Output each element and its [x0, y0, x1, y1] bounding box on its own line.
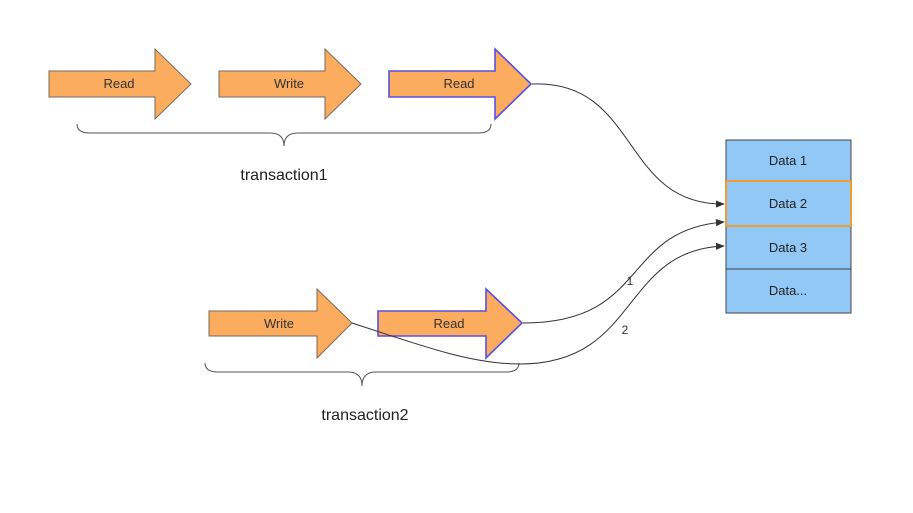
data-cell-1-label: Data 1 — [769, 153, 807, 168]
transaction1-op-2-arrow: Write — [218, 47, 362, 121]
data-cell-1 — [725, 139, 852, 182]
transaction2-brace — [204, 362, 520, 387]
data-cell-4 — [725, 268, 852, 314]
transaction2-op-2-label: Read — [433, 316, 464, 331]
transaction2-label: transaction2 — [321, 407, 408, 424]
transaction2-op-2-arrow: Read — [377, 287, 524, 360]
connector-1-t2-read-to-data2 — [522, 219, 725, 324]
transaction1-op-3-label: Read — [443, 76, 474, 91]
transaction1-op-2-label: Write — [274, 76, 304, 91]
transaction1-op-3-arrow: Read — [388, 47, 533, 121]
transaction1-op-1-label: Read — [103, 76, 134, 91]
data-table: Data 1 Data 3 Data... Data 2 — [725, 139, 852, 314]
connector-2-label: 2 — [622, 323, 629, 337]
data-cell-3 — [725, 225, 852, 270]
connector-2-t2-write-to-data3 — [351, 242, 725, 365]
transaction1-label: transaction1 — [240, 167, 327, 184]
data-cell-2 — [725, 180, 852, 227]
transaction1-brace — [76, 123, 492, 147]
connector-t1-read-to-data2 — [531, 83, 725, 208]
transaction2-op-1-arrow: Write — [208, 287, 353, 360]
connector-1-label: 1 — [627, 274, 634, 288]
transaction1-op-1-arrow: Read — [48, 47, 192, 121]
data-cell-3-label: Data 3 — [769, 240, 807, 255]
data-cell-4-label: Data... — [769, 283, 807, 298]
data-cell-2-label: Data 2 — [769, 196, 807, 211]
transaction2-op-1-label: Write — [264, 316, 294, 331]
